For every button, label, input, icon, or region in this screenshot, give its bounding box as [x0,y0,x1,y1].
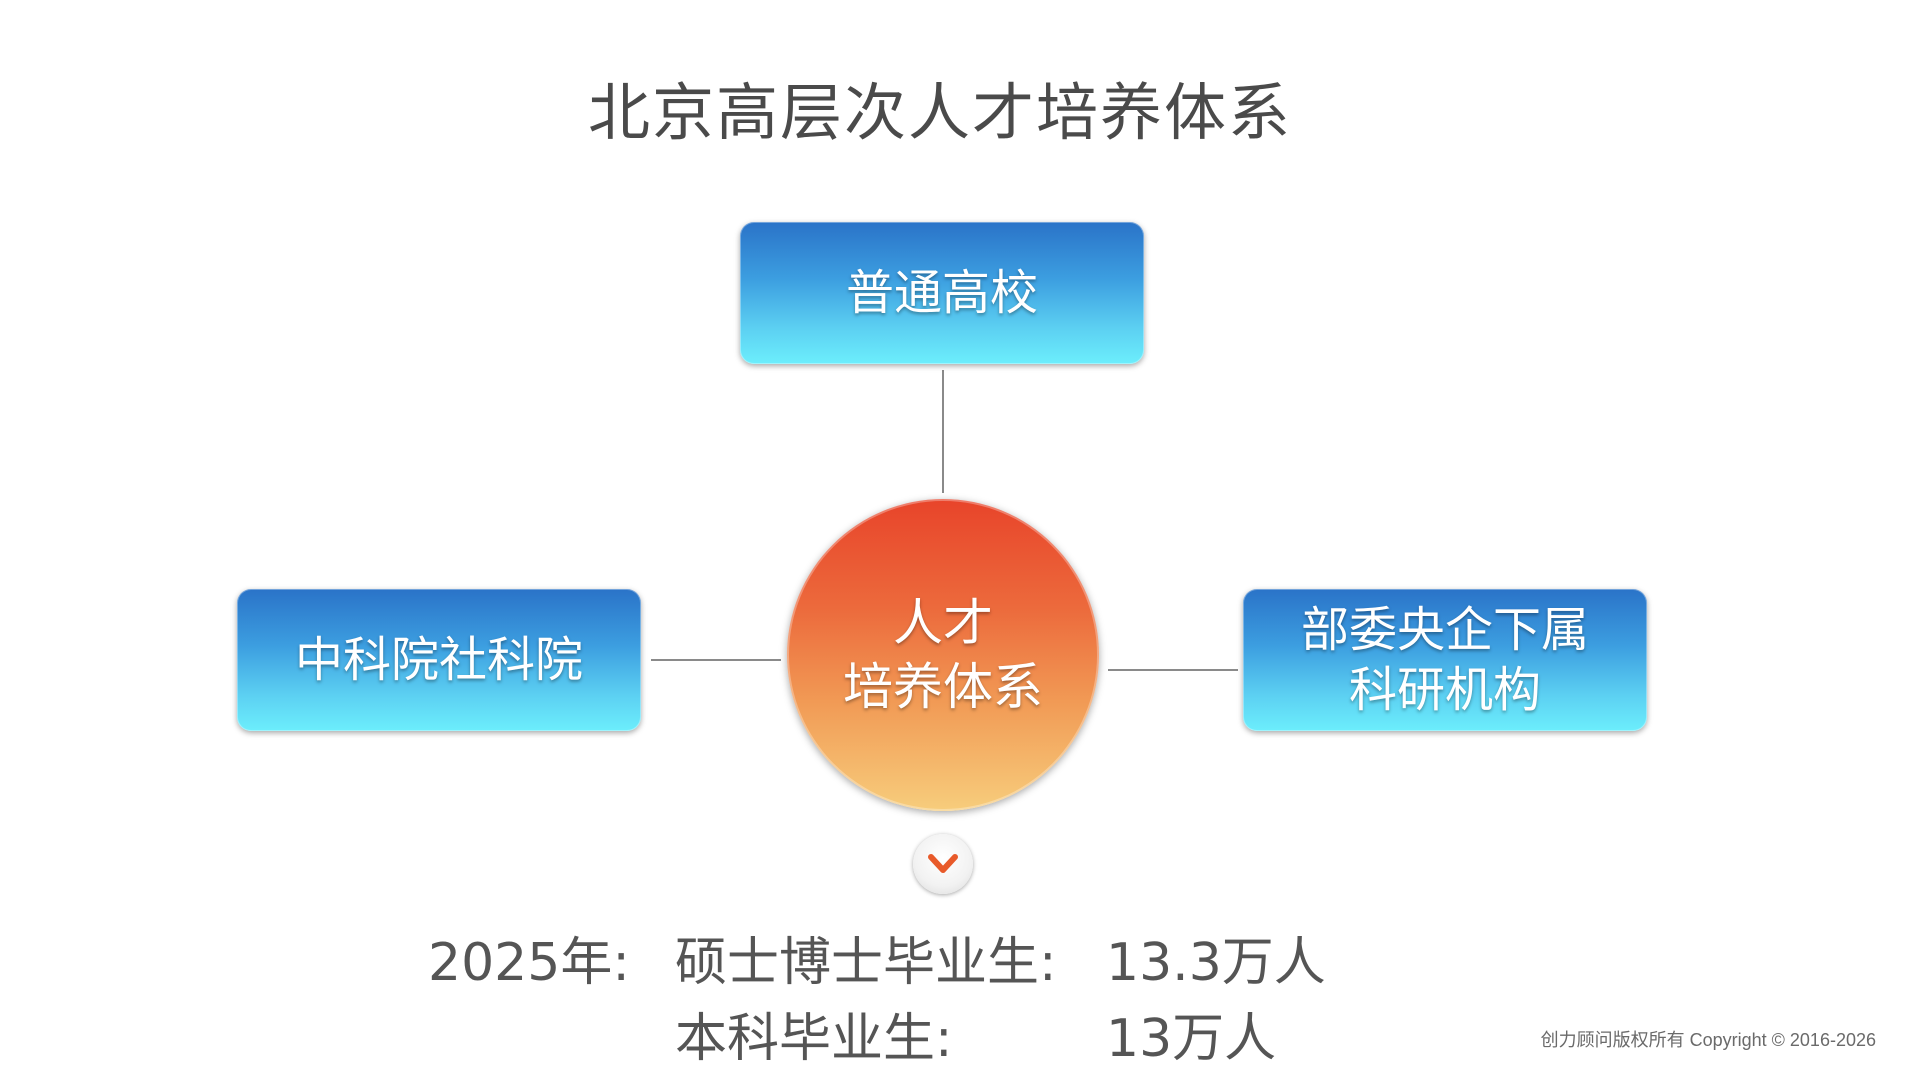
node-research-institutes-label: 部委央企下属 科研机构 [1300,602,1589,718]
page-title: 北京高层次人才培养体系 [587,76,1292,149]
node-universities: 普通高校 [740,222,1144,364]
center-node-label: 人才 培养体系 [843,594,1043,716]
center-node: 人才 培养体系 [787,499,1099,811]
expand-button[interactable] [913,834,973,894]
node-research-institutes: 部委央企下属 科研机构 [1243,589,1647,731]
stat-row2-label: 本科毕业生: [675,1009,953,1069]
node-academies: 中科院社科院 [237,589,641,731]
node-academies-label: 中科院社科院 [294,632,583,688]
chevron-down-icon [928,854,958,873]
stat-year: 2025年: [428,933,630,993]
copyright-footer: 创力顾问版权所有 Copyright © 2016-2026 [1540,1030,1876,1050]
stat-row1-value: 13.3万人 [1106,933,1326,993]
stat-row1-label: 硕士博士毕业生: [675,933,1057,993]
stat-row2-value: 13万人 [1106,1009,1277,1069]
node-universities-label: 普通高校 [845,265,1038,321]
